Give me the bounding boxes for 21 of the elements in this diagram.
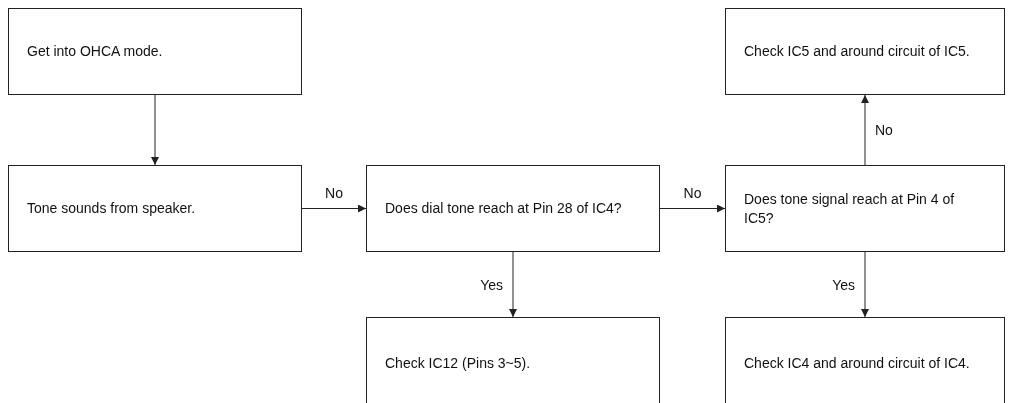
node-text: Does tone signal reach at Pin 4 of IC5? [744,189,956,228]
process-box [725,317,1005,403]
decision-box [366,165,660,252]
arrow [861,251,869,318]
node-text: Tone sounds from speaker. [27,199,196,218]
process-box [725,8,1005,95]
process-box [8,8,302,95]
decision-box [725,165,1005,252]
arrow [861,94,869,166]
edge-label: No [873,122,895,138]
node-text: Does dial tone reach at Pin 28 of IC4? [385,199,622,218]
arrow [509,251,517,318]
node-text: Get into OHCA mode. [27,42,163,61]
arrow [151,94,159,166]
arrow [659,204,726,213]
node-text: Check IC12 (Pins 3~5). [385,354,531,373]
node-text: Check IC5 and around circuit of IC5. [744,42,970,61]
process-box [8,165,302,252]
arrow [301,204,367,213]
node-text: Check IC4 and around circuit of IC4. [744,354,970,373]
process-box [366,317,660,403]
